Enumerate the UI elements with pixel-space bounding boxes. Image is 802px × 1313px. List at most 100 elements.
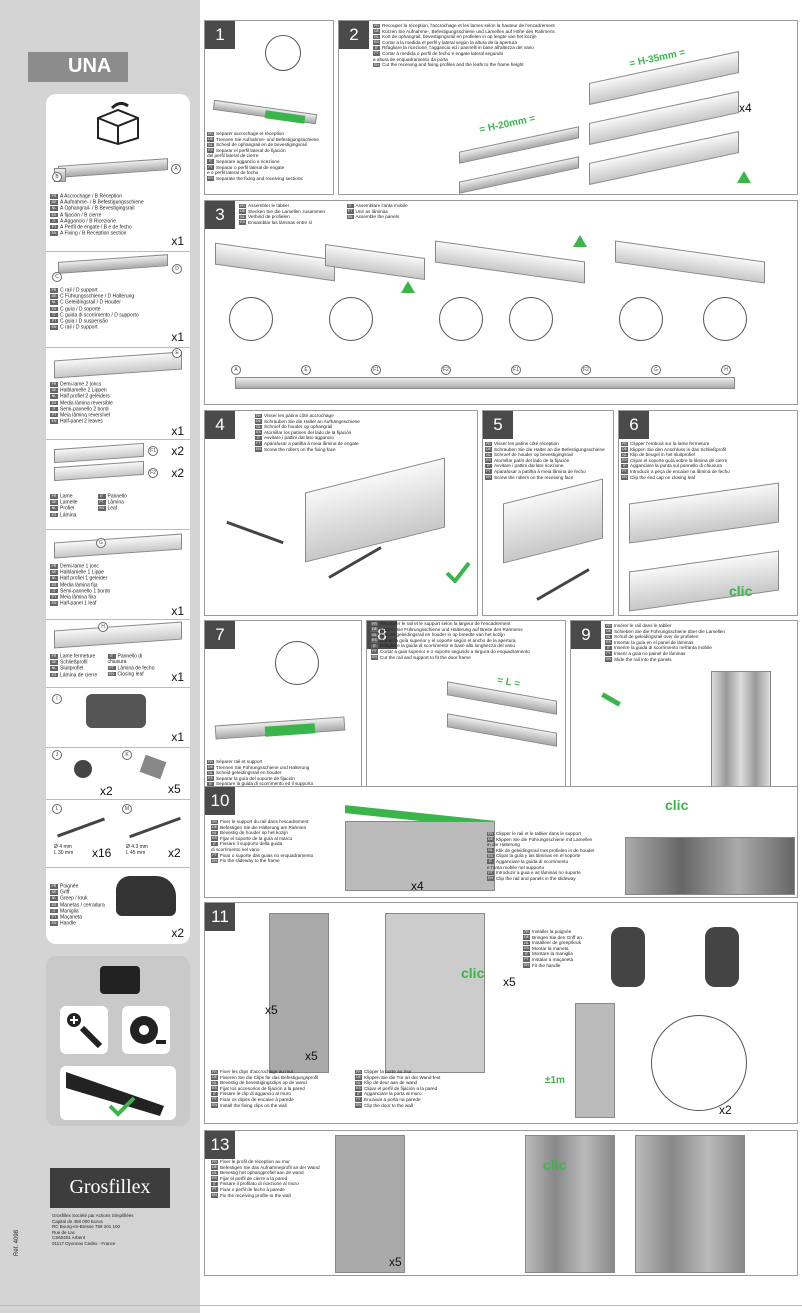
- part-j-qty: x2: [100, 784, 113, 798]
- callout-k: K: [122, 750, 132, 760]
- step-11-qty-2: x5: [305, 1049, 318, 1063]
- step-number: 3: [205, 201, 235, 229]
- step-number: 1: [205, 21, 235, 49]
- screwdriver-icon: [60, 1006, 108, 1054]
- callout-b: B: [52, 172, 62, 182]
- sequence-callout: E: [301, 365, 311, 375]
- step-number: 13: [205, 1131, 235, 1159]
- box-icon: [90, 100, 146, 146]
- reference-number: Réf. 4098: [14, 1229, 21, 1257]
- screw-l-dims: Ø 4 mm L 30 mm: [54, 844, 74, 856]
- part-i-qty: x1: [171, 730, 184, 744]
- part-e-qty: x1: [171, 424, 184, 438]
- step-10-qty: x4: [411, 879, 424, 893]
- part-f-qty2: x2: [171, 466, 184, 480]
- step-number: 11: [205, 903, 235, 931]
- step-13-qty: x5: [389, 1255, 402, 1269]
- sequence-callout: F2: [441, 365, 451, 375]
- step-number: 10: [205, 787, 235, 815]
- step-2-qty: x4: [739, 101, 752, 115]
- part-handle-qty: x2: [171, 926, 184, 940]
- part-l-m: L M Ø 4 mm L 30 mm Ø 4.3 mm L 45 mm x16 …: [46, 800, 190, 868]
- handle-image: [116, 876, 176, 916]
- dimension-h-20: = H-20mm =: [478, 113, 537, 136]
- warning-icon: [401, 281, 415, 293]
- step-number: 7: [205, 621, 235, 649]
- company-address: Grosfillex Société par Actions Simplifié…: [52, 1213, 134, 1246]
- dimension-1m: ±1m: [545, 1075, 565, 1086]
- parts-list: [46, 94, 190, 944]
- step-11-qty-1: x5: [265, 1003, 278, 1017]
- callout-i: I: [52, 694, 62, 704]
- warning-icon: [737, 171, 751, 183]
- part-l-qty: x16: [92, 846, 112, 860]
- sequence-callout: F1: [371, 365, 381, 375]
- part-a-qty: x1: [171, 234, 184, 248]
- sequence-callout: F1: [511, 365, 521, 375]
- sequence-callout: F2: [581, 365, 591, 375]
- dimension-l: = L =: [496, 675, 521, 690]
- clic-label: clic: [729, 583, 753, 599]
- callout-f1: F1: [148, 446, 158, 456]
- handle-image: [611, 927, 645, 987]
- part-h-qty: x1: [171, 670, 184, 684]
- part-g-qty: x1: [171, 604, 184, 618]
- step-11-qty-3: x5: [503, 975, 516, 989]
- clic-label: clic: [665, 797, 689, 813]
- product-title: UNA: [28, 52, 128, 82]
- toolbox-icon: [100, 966, 140, 994]
- callout-e: E: [172, 348, 182, 358]
- callout-g: G: [96, 538, 106, 548]
- clip-image: [139, 754, 167, 780]
- clic-label: clic: [543, 1157, 567, 1173]
- part-j-k: J K x2 x5: [46, 748, 190, 800]
- callout-l: L: [52, 804, 62, 814]
- callout-j: J: [52, 750, 62, 760]
- step-11-qty-4: x2: [719, 1103, 732, 1117]
- clic-label: clic: [461, 965, 485, 981]
- step-number: 4: [205, 411, 235, 439]
- grosfillex-logo: Grosfillex: [50, 1168, 170, 1208]
- page-footer: [0, 1305, 802, 1313]
- sequence-callout: G: [651, 365, 661, 375]
- part-k-qty: x5: [168, 782, 181, 796]
- tools-panel: [46, 956, 190, 1126]
- callout-f2: F2: [148, 468, 158, 478]
- part-i: I x1: [46, 688, 190, 748]
- warning-icon: [573, 235, 587, 247]
- callout-c: C: [52, 272, 62, 282]
- checkmark-icon: [445, 561, 471, 583]
- callout-m: M: [122, 804, 132, 814]
